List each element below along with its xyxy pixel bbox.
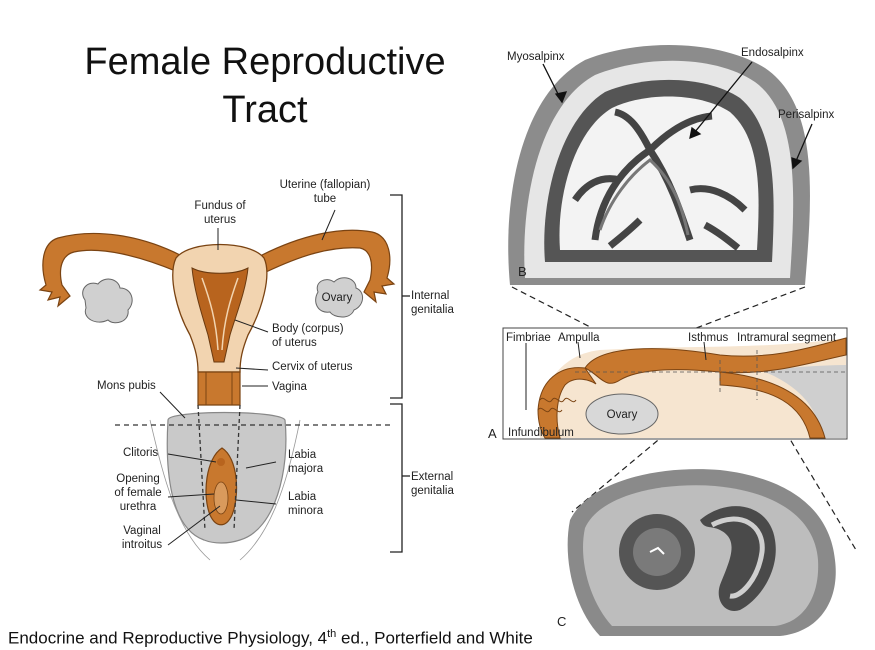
panel-b-micrograph: B Myosalpinx Endosalpinx Perisalpinx [507, 45, 834, 285]
caption-suffix: ed., Porterfield and White [336, 628, 533, 648]
fundus-label-1: Fundus of [194, 200, 246, 212]
perisalpinx-label: Perisalpinx [778, 109, 834, 121]
panel-c-letter: C [557, 614, 566, 629]
panel-c-micrograph: C [557, 469, 836, 636]
right-ovary [315, 277, 363, 318]
tube-label-2: tube [314, 193, 336, 205]
myosalpinx-label: Myosalpinx [507, 51, 565, 63]
cervix-label: Cervix of uterus [272, 361, 353, 373]
panel-a-ovary-label: Ovary [607, 409, 638, 421]
minora-label-2: minora [288, 505, 324, 517]
isthmus-label: Isthmus [688, 332, 729, 344]
introitus-label-1: Vaginal [123, 525, 161, 537]
mons-label: Mons pubis [97, 380, 156, 392]
title-line-1: Female Reproductive [84, 41, 446, 83]
minora-label-1: Labia [288, 491, 317, 503]
majora-label-1: Labia [288, 449, 317, 461]
tube-outline [584, 337, 847, 384]
infundibulum-label: Infundibulum [508, 427, 574, 439]
left-fallopian-tube [38, 232, 181, 308]
body-label-2: of uterus [272, 337, 317, 349]
caption-prefix: Endocrine and Reproductive Physiology, 4 [8, 628, 328, 648]
body-label-1: Body (corpus) [272, 323, 344, 335]
left-ovary [82, 278, 133, 324]
right-fallopian-tube [261, 229, 396, 304]
internal-label-1: Internal [411, 290, 449, 302]
title-line-2: Tract [222, 89, 308, 131]
panel-a-schematic: Ovary Fimbriae Ampulla Isthmus Intramura… [488, 327, 848, 441]
external-label-2: genitalia [411, 485, 454, 497]
introitus-label-2: introitus [122, 539, 163, 551]
fimbriae-label: Fimbriae [506, 332, 551, 344]
ampulla-label: Ampulla [558, 332, 600, 344]
majora-label-2: majora [288, 463, 324, 475]
internal-label-2: genitalia [411, 304, 454, 316]
reproductive-tract-diagram: Ovary Fundus of uterus U [38, 179, 454, 561]
clitoris-label: Clitoris [123, 447, 158, 459]
fundus-label-2: uterus [204, 214, 236, 226]
citation-caption: Endocrine and Reproductive Physiology, 4… [8, 628, 533, 649]
urethra-label-2: of female [114, 487, 161, 499]
urethra-label-3: urethra [120, 501, 157, 513]
vagina [197, 371, 241, 406]
panel-b-letter: B [518, 264, 527, 279]
intramural-label: Intramural segment [737, 332, 837, 344]
caption-superscript: th [327, 628, 337, 640]
slide-title: Female Reproductive Tract [20, 38, 510, 134]
endosalpinx-label: Endosalpinx [741, 47, 804, 59]
tube-label-1: Uterine (fallopian) [280, 179, 371, 191]
vagina-label: Vagina [272, 381, 308, 393]
urethra-label-1: Opening [116, 473, 159, 485]
panel-a-letter: A [488, 426, 497, 441]
external-label-1: External [411, 471, 453, 483]
ovary-label: Ovary [322, 292, 353, 304]
